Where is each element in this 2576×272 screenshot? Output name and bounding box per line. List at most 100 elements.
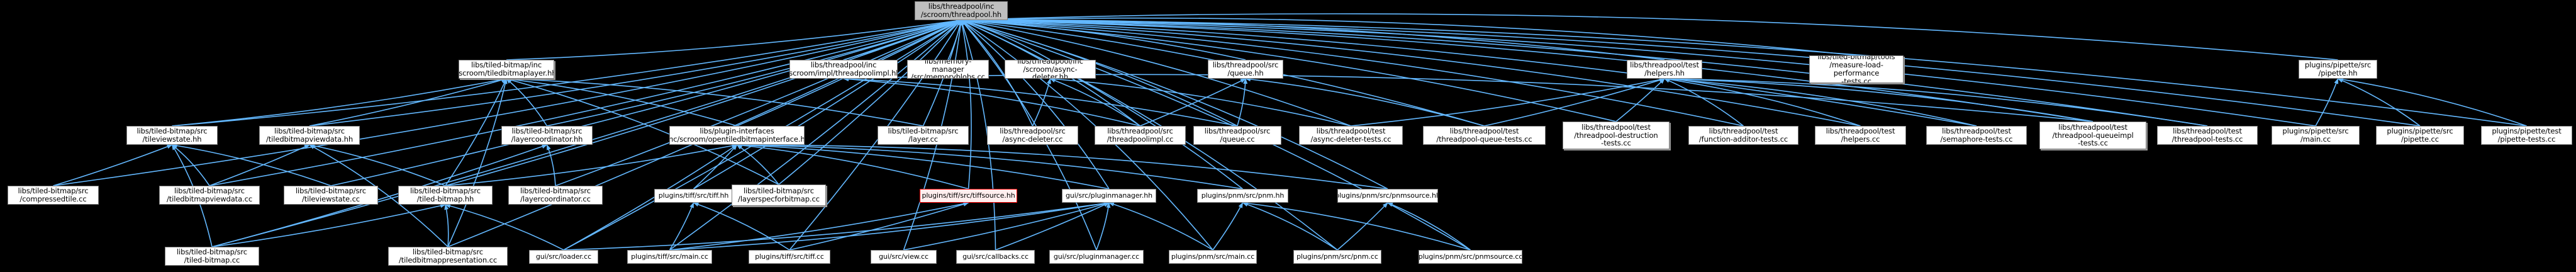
graph-edge	[445, 144, 738, 186]
graph-node[interactable]: libs/threadpool/src /threadpoolimpl.cc	[1095, 126, 1186, 145]
edge-group	[53, 13, 2527, 251]
graph-edge	[961, 18, 2094, 122]
graph-node[interactable]: libs/tiled-bitmap/src /tiled-bitmap.cc	[165, 247, 259, 266]
graph-node[interactable]: gui/src/pluginmanager.cc	[1049, 250, 1144, 264]
graph-edge	[555, 20, 962, 186]
graph-node[interactable]: plugins/pipette/src /pipette.cc	[2376, 126, 2464, 145]
graph-node[interactable]: libs/threadpool/test /semaphore-tests.cc	[1926, 126, 2027, 145]
graph-edge	[961, 18, 2208, 127]
graph-edge	[53, 19, 962, 186]
graph-edge	[961, 18, 1861, 127]
graph-edge	[961, 18, 1977, 127]
graph-node[interactable]: libs/threadpool/test /threadpool-queueim…	[2039, 122, 2146, 149]
graph-node[interactable]: libs/tiled-bitmap/src /layercoordinator.…	[501, 126, 593, 145]
graph-node[interactable]: libs/threadpool/test /threadpool-queue-t…	[1423, 126, 1546, 145]
graph-node[interactable]: libs/plugin-interfaces /inc/scroom/opent…	[669, 126, 805, 145]
graph-edge	[447, 78, 508, 247]
graph-node[interactable]: plugins/pnm/src/pnm.cc	[1293, 250, 1381, 264]
graph-node[interactable]: plugins/tiff/src/main.cc	[627, 250, 712, 264]
graph-node[interactable]: libs/threadpool/test /helpers.hh	[1627, 60, 1702, 79]
graph-node[interactable]: plugins/pnm/src/main.cc	[1169, 250, 1257, 264]
graph-edge	[961, 20, 1213, 251]
graph-edge	[961, 20, 996, 251]
graph-node[interactable]: libs/tiled-bitmap/src /tiledbitmapviewda…	[159, 186, 260, 205]
graph-node[interactable]: plugins/pnm/src/pnmsource.cc	[1419, 250, 1522, 264]
graph-edge	[1242, 202, 1338, 251]
graph-edge	[445, 203, 564, 251]
graph-edge	[1664, 76, 2094, 122]
graph-node[interactable]: libs/threadpool/test /async-deleter-test…	[1299, 126, 1403, 145]
graph-edge	[1140, 78, 1246, 127]
graph-node[interactable]: libs/tiled-bitmap/tools /measure-load-pe…	[1809, 55, 1904, 83]
graph-edge	[506, 18, 962, 60]
graph-edge	[506, 78, 548, 127]
graph-node[interactable]: libs/tiled-bitmap/src /tileviewstate.cc	[284, 186, 378, 205]
graph-node[interactable]: libs/tiled-bitmap/src /compressedtile.cc	[8, 186, 99, 205]
graph-edge	[1212, 202, 1244, 251]
graph-edge	[960, 20, 972, 190]
graph-edge	[209, 19, 962, 186]
graph-edge	[506, 76, 923, 127]
graph-node[interactable]: plugins/pipette/src /main.cc	[2272, 126, 2360, 145]
graph-edge	[961, 17, 1857, 56]
graph-edge	[1096, 202, 1111, 251]
graph-edge	[563, 144, 738, 251]
graph-edge	[843, 77, 1140, 127]
graph-edge	[1049, 78, 1140, 127]
graph-node[interactable]: libs/threadpool/src /queue.hh	[1208, 60, 1283, 79]
graph-node[interactable]: plugins/pnm/src/pnm.hh	[1197, 189, 1288, 203]
graph-node[interactable]: plugins/tiff/src/tiffsource.hh	[920, 189, 1017, 203]
graph-edge	[2337, 77, 2527, 127]
graph-edge	[1664, 77, 1861, 127]
graph-edge	[961, 18, 1617, 122]
graph-node[interactable]: libs/threadpool/test /threadpool-destruc…	[1563, 122, 1670, 149]
graph-edge	[309, 77, 507, 127]
graph-node[interactable]: libs/memory-manager /src/memoryblobs.cc	[907, 60, 989, 79]
graph-node[interactable]: gui/src/pluginmanager.hh	[1062, 189, 1156, 203]
graph-node[interactable]: plugins/tiff/src/tiff.hh	[654, 189, 733, 203]
graph-edge	[961, 20, 1338, 251]
graph-edge	[961, 18, 1351, 127]
graph-node[interactable]: plugins/pipette/test /pipette-tests.cc	[2481, 126, 2572, 145]
graph-edge	[1387, 202, 1471, 251]
graph-node[interactable]: gui/src/loader.cc	[529, 250, 598, 264]
graph-edge	[693, 202, 790, 251]
graph-edge	[309, 144, 446, 186]
graph-node[interactable]: libs/threadpool/src /queue.cc	[1193, 126, 1281, 145]
graph-node[interactable]: plugins/tiff/src/tiff.cc	[749, 250, 830, 264]
graph-node[interactable]: libs/threadpool/inc /scroom/impl/threadp…	[789, 60, 898, 79]
graph-edge	[903, 201, 1110, 251]
graph-edge	[330, 20, 962, 186]
graph-edge	[546, 144, 556, 186]
graph-node[interactable]: gui/src/view.cc	[871, 250, 937, 264]
graph-node[interactable]: plugins/pnm/src/pnmsource.hh	[1337, 189, 1438, 203]
graph-node[interactable]: libs/threadpool/test /function-additor-t…	[1688, 126, 1798, 145]
graph-edge	[961, 20, 1034, 127]
graph-edge	[1049, 77, 1351, 127]
graph-node[interactable]: libs/tiled-bitmap/src /tiledbitmappresen…	[388, 247, 508, 266]
graph-edge	[736, 143, 969, 190]
graph-node[interactable]: libs/threadpool/test /helpers.cc	[1815, 126, 1906, 145]
graph-node[interactable]: libs/tiled-bitmap/src /layercoordinator.…	[508, 186, 603, 205]
graph-edge	[2315, 78, 2339, 127]
graph-node[interactable]: libs/tiled-bitmap/src /layerspecforbitma…	[732, 184, 826, 206]
graph-node[interactable]: libs/tiled-bitmap/src /layer.cc	[878, 126, 969, 145]
graph-node[interactable]: libs/threadpool/inc /scroom/threadpool.h…	[915, 1, 1008, 20]
graph-edge	[961, 20, 1471, 251]
graph-node[interactable]: plugins/pipette/src /pipette.hh	[2299, 60, 2377, 79]
graph-edge	[1664, 78, 1744, 127]
graph-node[interactable]: libs/threadpool/test /threadpool-tests.c…	[2157, 126, 2258, 145]
graph-edge	[736, 142, 1110, 190]
graph-node[interactable]: libs/tiled-bitmap/src /tiledbitmapviewda…	[259, 126, 360, 145]
graph-node[interactable]: gui/src/callbacks.cc	[956, 250, 1035, 264]
graph-node[interactable]: libs/tiled-bitmap/src /tiled-bitmap.hh	[398, 186, 493, 205]
graph-node[interactable]: libs/tiled-bitmap/src /tileviewstate.hh	[126, 126, 218, 145]
graph-node[interactable]: libs/threadpool/inc /scroom/async-delete…	[1005, 60, 1096, 79]
graph-edge	[961, 19, 1388, 190]
graph-node[interactable]: libs/threadpool/src /async-deleter.cc	[987, 126, 1078, 145]
graph-node[interactable]: libs/tiled-bitmap/inc /scroom/tiledbitma…	[459, 60, 554, 79]
graph-edge	[789, 202, 969, 251]
graph-edge	[669, 201, 969, 251]
graph-edge	[1245, 77, 1485, 127]
